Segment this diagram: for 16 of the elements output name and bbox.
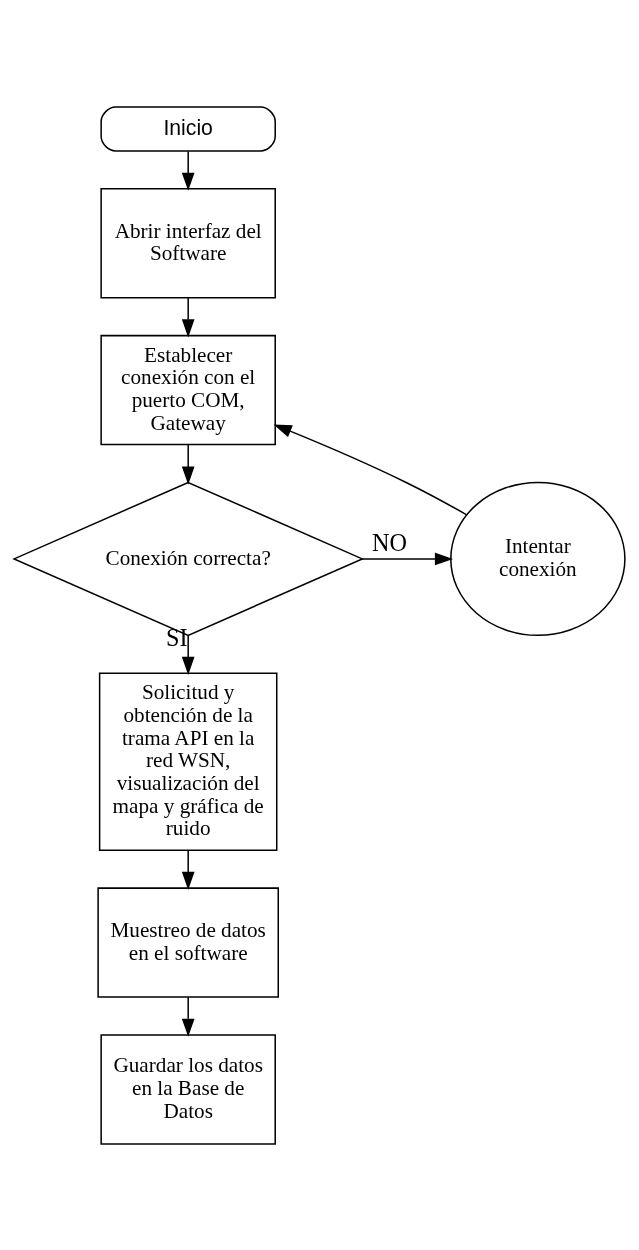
node-box: Solicitud y obtención de la trama API en la red WSN, visualización del mapa y gráfica de ruido [98,671,278,851]
arrow [273,423,467,515]
node-ellipse: Intentar conexión [450,481,626,636]
arrow [181,443,195,485]
node-box: Muestreo de datos en el software [97,886,279,998]
node-box: Guardar los datos en la Base de Datos [100,1033,276,1145]
arrow [361,552,454,565]
node-box: Establecer conexión con el puerto COM, Gateway [100,334,276,445]
arrow [181,150,195,191]
arrow [181,634,195,675]
arrow [181,296,195,337]
arrow [181,849,195,890]
edge-label: NO [372,528,408,556]
node-box: Inicio [100,105,276,152]
arrow [181,996,195,1037]
node-box: Abrir interfaz del Software [100,187,276,299]
